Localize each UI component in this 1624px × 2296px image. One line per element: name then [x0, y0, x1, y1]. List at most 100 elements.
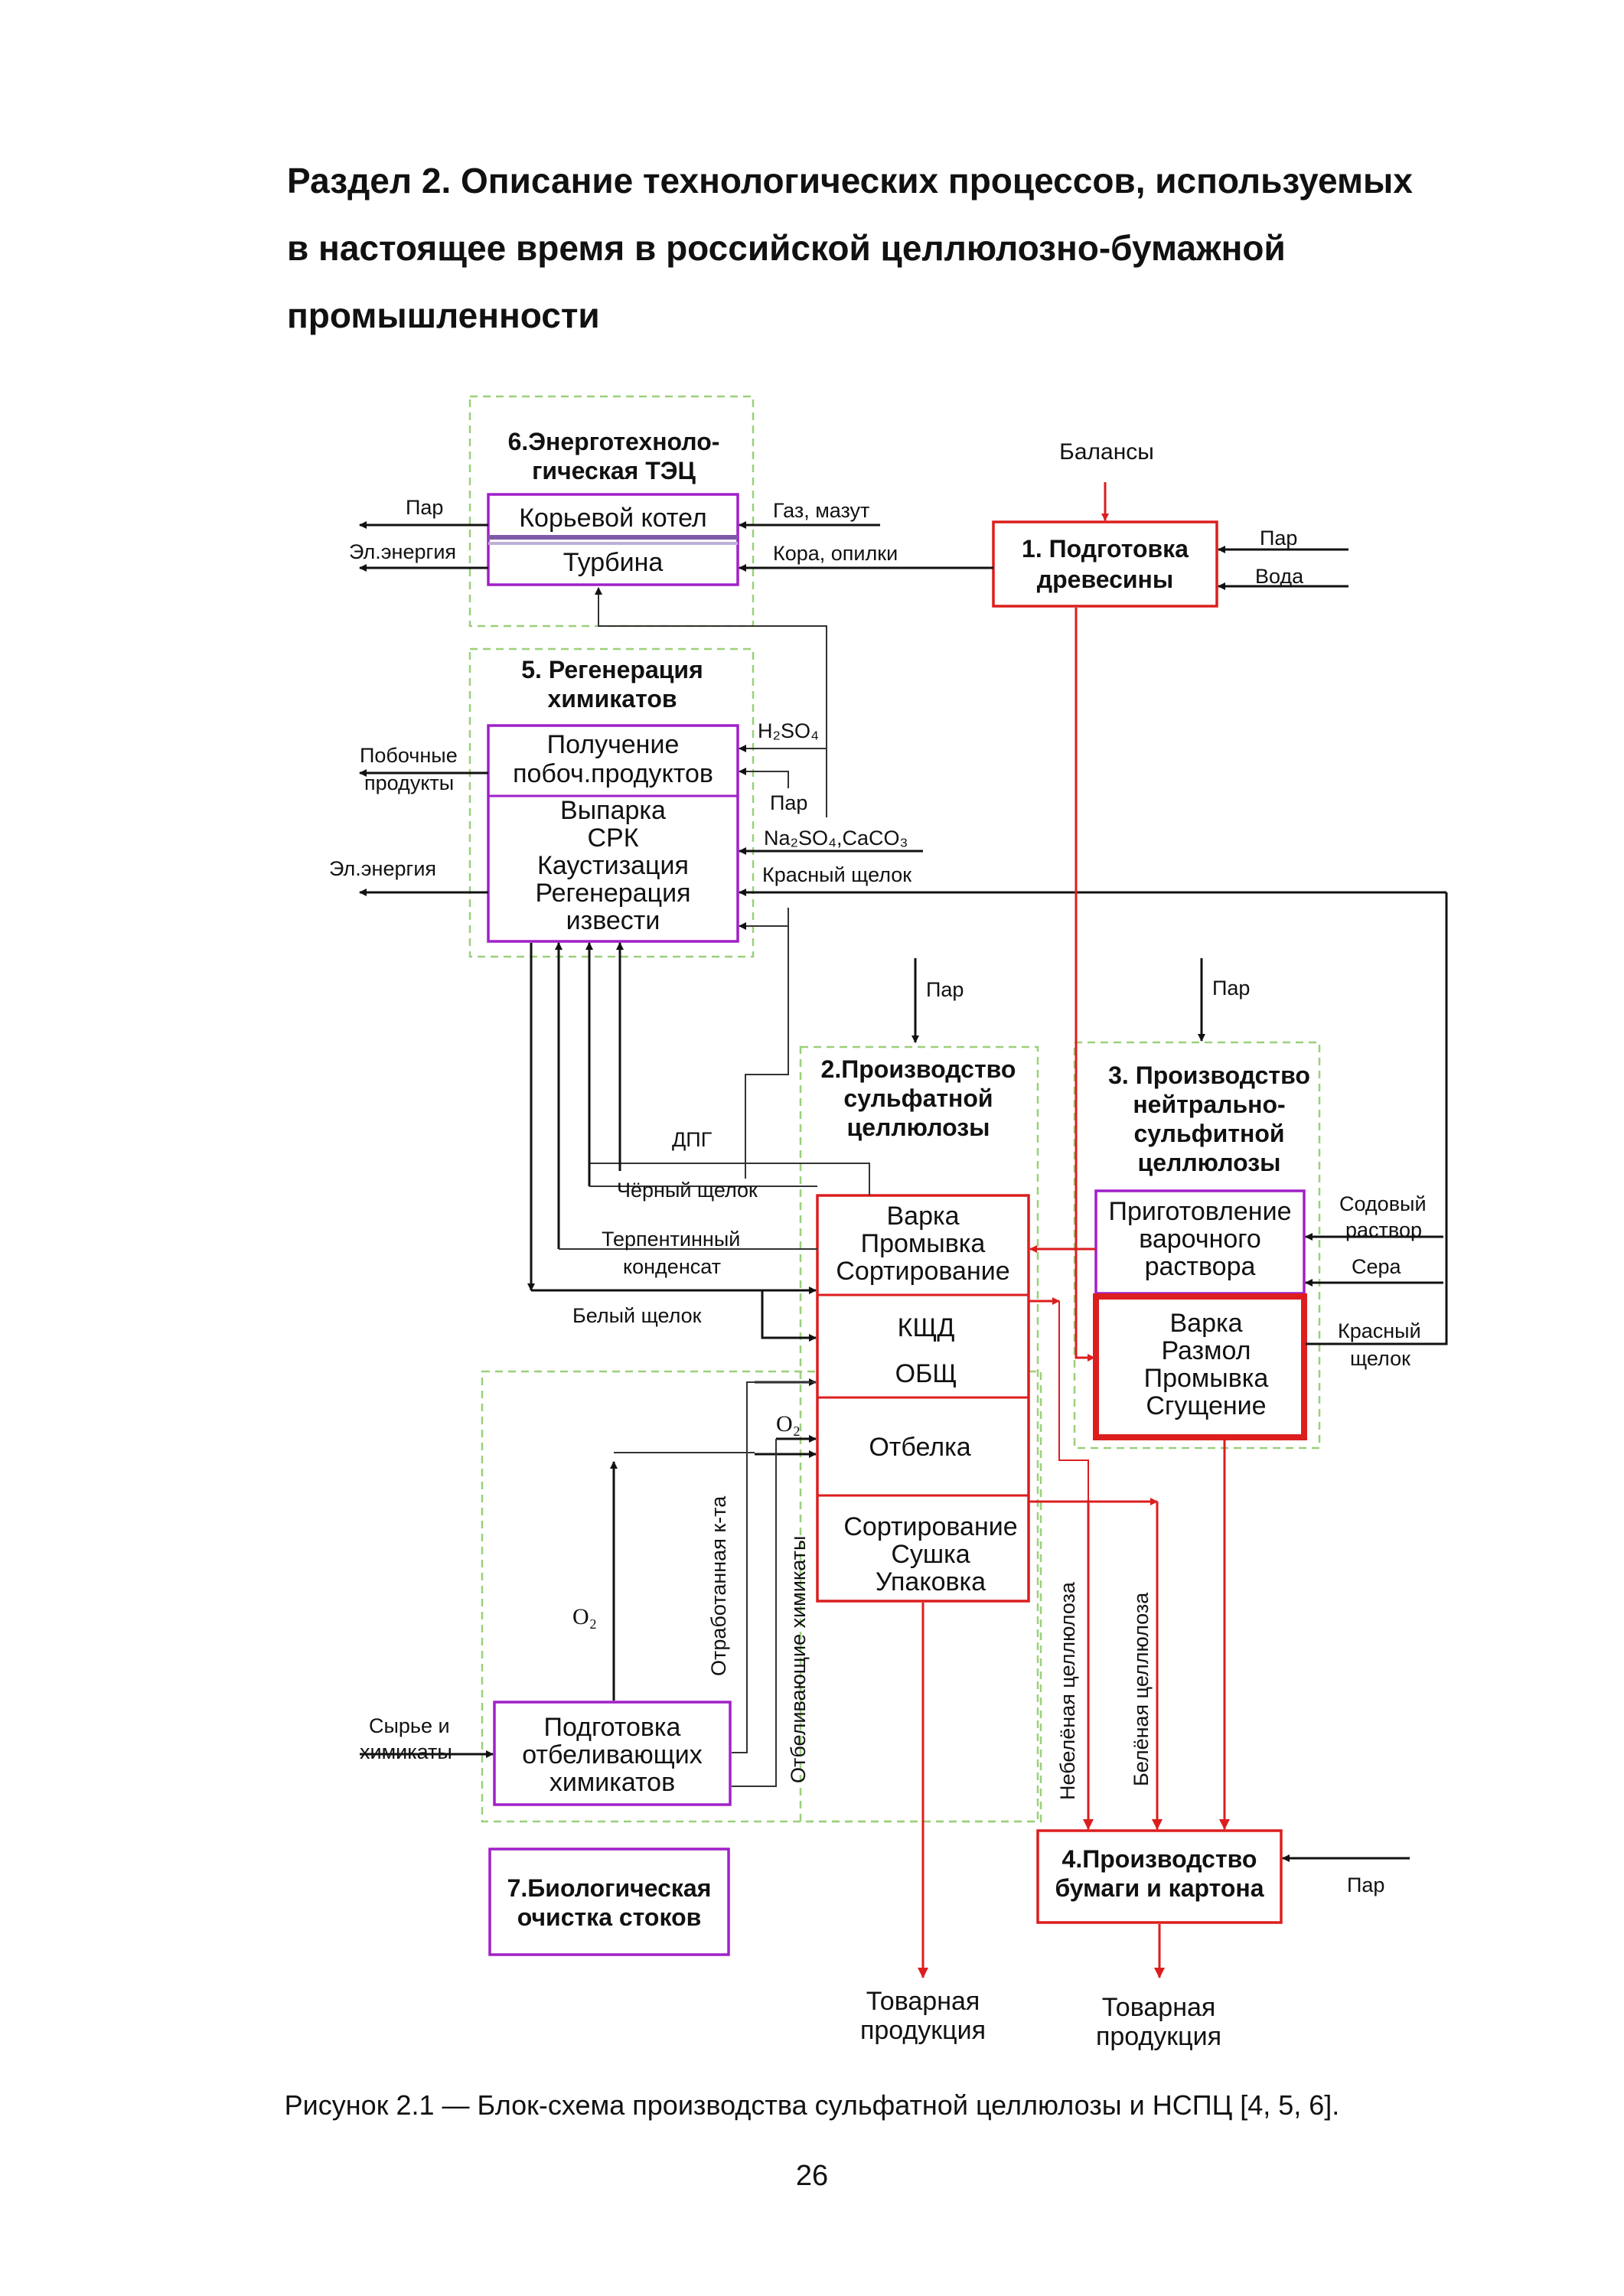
page-number: 26 — [795, 2160, 829, 2192]
heading-line-3: промышленности — [287, 295, 600, 335]
raw-label-1: Сырье и — [369, 1714, 450, 1737]
white-liquor-kshd-arrow — [761, 1290, 817, 1342]
regen-return-arrow — [739, 908, 789, 930]
lime-regeneration-label-1: Регенерация — [535, 879, 690, 908]
terpentine-label-1: Терпентинный — [602, 1228, 740, 1251]
red-liquor-2-label-2: щелок — [1350, 1347, 1410, 1370]
block-4-paper: 4.Производство бумаги и картона — [1036, 1829, 1283, 1924]
block-3-title-4: целлюлозы — [1138, 1149, 1281, 1176]
lime-regeneration-label-2: извести — [566, 906, 660, 935]
red-liquor-label: Красный щелок — [762, 863, 911, 886]
final-screening-label: Сортирование — [843, 1512, 1017, 1541]
bleach-chemicals-prep: Подготовка отбеливающих химикатов — [493, 1701, 732, 1806]
byproducts-label-1: Побочные — [360, 744, 458, 767]
unbleached-label: Небелёная целлюлоза — [1056, 1581, 1079, 1800]
terpentine-label-2: конденсат — [623, 1255, 721, 1278]
nssc-cooking-label: Варка — [1169, 1309, 1242, 1338]
block-2-title-1: 2.Производство — [821, 1055, 1016, 1083]
packing-label: Упаковка — [876, 1567, 986, 1596]
nssc-cooking-box — [1093, 1293, 1307, 1440]
bleaching-label: Отбелка — [869, 1433, 970, 1462]
steam-kraft-label: Пар — [926, 978, 964, 1001]
byproducts-label-2: продукты — [364, 771, 454, 794]
drying-label: Сушка — [891, 1540, 970, 1569]
bleach-prep-box — [493, 1701, 732, 1806]
block-7-label-2: очистка стоков — [517, 1903, 702, 1931]
refining-label: Размол — [1161, 1336, 1251, 1365]
bleach-chem-label: Отбеливающие химикаты — [787, 1536, 810, 1783]
black-liquor-label: Чёрный щелок — [617, 1179, 758, 1202]
liquor-prep-label-2: варочного — [1139, 1225, 1261, 1254]
spent-acid-line — [732, 1381, 816, 1753]
product-2-label-1: Товарная — [1102, 1993, 1216, 2022]
red-liquor-2-label-1: Красный — [1338, 1319, 1421, 1342]
bleach-chem-line — [732, 1439, 777, 1787]
block-3-title-2: нейтрально- — [1133, 1091, 1285, 1118]
spent-acid-label: Отработанная к-та — [707, 1495, 730, 1676]
gas-label: Газ, мазут — [773, 499, 869, 522]
steam-wood-label: Пар — [1260, 527, 1297, 550]
steam-regen-label: Пар — [770, 791, 807, 814]
red-liquor-return-line — [1306, 892, 1448, 1345]
steam-to-regen-arrow — [739, 768, 789, 788]
liquor-prep-box — [1094, 1189, 1306, 1295]
bleach-prep-label-2: отбеливающих — [522, 1740, 703, 1769]
block-1-wood-prep: 1. Подготовка древесины — [992, 520, 1218, 608]
block-7-box — [488, 1848, 730, 1956]
bark-boiler-label: Корьевой котел — [519, 504, 707, 533]
steam-nssc-label: Пар — [1212, 977, 1250, 1000]
block-1-label-2: древесины — [1037, 566, 1173, 593]
bleach-prep-label-3: химикатов — [549, 1768, 675, 1797]
product-2-label-2: продукция — [1096, 2022, 1221, 2051]
cooking-label: Варка — [886, 1202, 959, 1231]
white-liquor-label: Белый щелок — [572, 1304, 702, 1327]
product-1-label-2: продукция — [860, 2016, 986, 2045]
soda-label-2: раствор — [1345, 1218, 1422, 1241]
steam-to-turbine-line — [595, 587, 827, 817]
block-7-bio-treatment: 7.Биологическая очистка стоков — [488, 1848, 730, 1956]
block-5-regeneration: 5. Регенерация химикатов Получение побоч… — [487, 656, 739, 943]
group-5-boundary — [468, 647, 755, 958]
steam-out-label: Пар — [406, 496, 443, 519]
bleached-label: Белёная целлюлоза — [1130, 1592, 1153, 1786]
block-1-label-1: 1. Подготовка — [1022, 535, 1189, 563]
section-heading: Раздел 2. Описание технологических проце… — [287, 147, 1542, 349]
oxygen-delignification-label: КЩД — [898, 1313, 955, 1342]
sulfur-label: Сера — [1352, 1255, 1402, 1278]
block-7-label-1: 7.Биологическая — [507, 1874, 712, 1902]
turbine-label: Турбина — [563, 548, 664, 577]
evaporation-label: Выпарка — [560, 796, 666, 825]
block-4-label-2: бумаги и картона — [1055, 1874, 1264, 1902]
liquor-prep-label-1: Приготовление — [1109, 1197, 1292, 1226]
unbleached-thin-line — [1058, 1301, 1089, 1500]
block-6-chp: 6.Энерготехноло- гическая ТЭЦ Корьевой к… — [487, 428, 739, 586]
block-6-title-2: гическая ТЭЦ — [532, 457, 696, 484]
na2so4-label: Na₂SO₄,CaCO₃ — [764, 827, 908, 850]
red-flows — [918, 482, 1230, 1978]
block-5-title-1: 5. Регенерация — [521, 656, 703, 683]
washing-label: Промывка — [861, 1229, 986, 1258]
group-2-boundary — [799, 1045, 1039, 1823]
block-5-title-2: химикатов — [547, 685, 677, 713]
dpg-line — [745, 911, 789, 1179]
flow-labels: Балансы Пар Эл.энергия Газ, мазут Кора, … — [329, 439, 1427, 2051]
water-label: Вода — [1255, 565, 1304, 588]
block-3-title-1: 3. Производство — [1108, 1062, 1310, 1089]
black-flows — [359, 521, 1448, 1862]
causticization-label: Каустизация — [537, 851, 689, 880]
wood-to-nssc-line — [1075, 608, 1095, 1362]
bleach-prep-label-1: Подготовка — [544, 1713, 681, 1742]
block-5-box — [487, 724, 739, 943]
block-3-title-3: сульфитной — [1133, 1120, 1284, 1147]
screening-label: Сортирование — [836, 1257, 1009, 1286]
block-2-kraft-pulp: 2.Производство сульфатной целлюлозы Варк… — [816, 1055, 1030, 1603]
heading-line-1: Раздел 2. Описание технологических проце… — [287, 161, 1413, 201]
o2-label-a: O₂ — [776, 1411, 801, 1437]
soda-label-1: Содовый — [1339, 1192, 1427, 1215]
recovery-boiler-label: СРК — [587, 823, 638, 853]
block-1-box — [992, 520, 1218, 608]
thickening-label: Сгущение — [1146, 1391, 1266, 1420]
block-4-box — [1036, 1829, 1283, 1924]
balances-label: Балансы — [1059, 439, 1154, 465]
